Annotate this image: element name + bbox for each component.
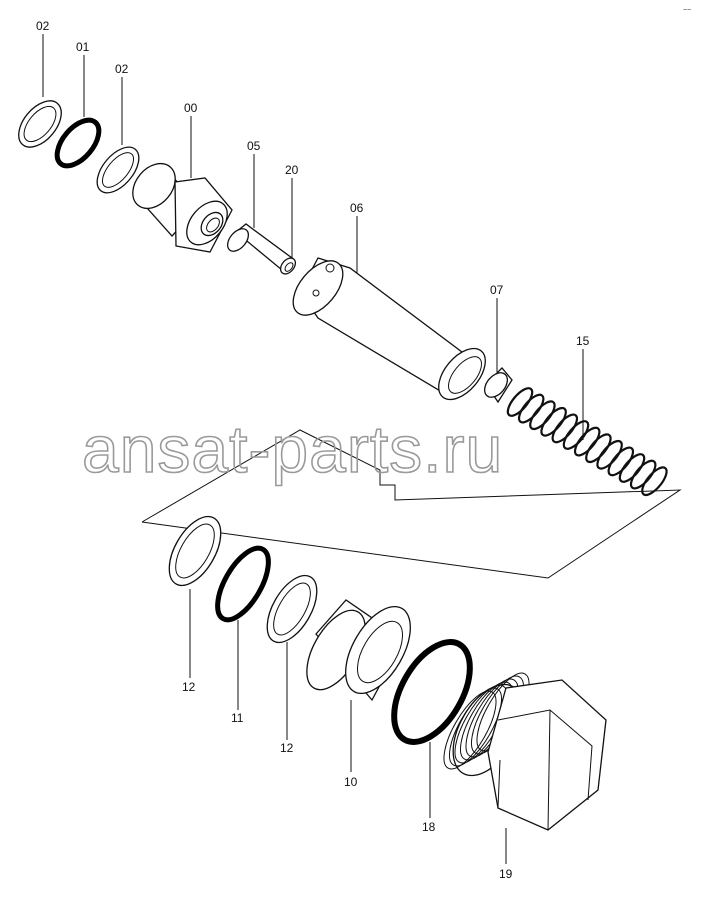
label-02-top-left: 02	[36, 19, 50, 33]
part-18-o-ring	[391, 639, 473, 745]
label-18: 18	[422, 820, 436, 834]
spring-coil	[562, 420, 590, 450]
part-05-pin	[226, 223, 293, 271]
spring-coil	[551, 413, 579, 444]
spring-coil	[540, 406, 567, 437]
spring-coil	[596, 439, 623, 470]
part-20-small-ring	[279, 257, 297, 275]
group-outline	[141, 429, 682, 579]
label-05: 05	[247, 139, 261, 153]
label-11: 11	[231, 711, 244, 725]
part-19-hex-plug	[443, 672, 607, 831]
plug-thread	[443, 690, 497, 770]
leader-lines	[42, 34, 584, 864]
label-15: 15	[576, 334, 590, 348]
part-00-plug	[132, 162, 233, 253]
part-06-valve-cylinder	[292, 257, 486, 401]
label-20: 20	[285, 163, 299, 177]
spring-coil	[529, 400, 556, 431]
spring-coil	[607, 446, 635, 477]
spring-coil	[618, 453, 646, 483]
plug-thread	[449, 687, 502, 767]
part-02-backup-ring-second	[96, 146, 140, 194]
label-06: 06	[350, 201, 364, 215]
part-11-o-ring	[215, 545, 271, 623]
spring-coil	[629, 459, 657, 490]
part-15-spring	[506, 387, 668, 497]
label-10: 10	[344, 775, 358, 789]
part-12-backup-ring-left	[168, 515, 222, 587]
spring-coil	[573, 426, 601, 457]
part-07-seat	[484, 367, 513, 404]
label-19: 19	[499, 867, 513, 881]
label-07: 07	[490, 283, 504, 297]
label-12-left: 12	[182, 680, 196, 694]
part-12-backup-ring-right	[266, 574, 318, 644]
part-02-backup-ring-upper	[18, 100, 62, 148]
spring-coil	[517, 393, 545, 424]
label-02-second: 02	[115, 62, 129, 76]
spring-coil	[506, 387, 534, 417]
label-01: 01	[76, 40, 90, 54]
corner-mark: ~~	[683, 7, 691, 14]
watermark: ansat-parts.ru	[82, 412, 503, 486]
spring-coil	[641, 466, 668, 497]
label-12-right: 12	[280, 741, 294, 755]
part-10-collar	[306, 599, 411, 702]
label-00: 00	[184, 101, 198, 115]
part-01-o-ring	[54, 117, 102, 169]
spring-coil	[585, 433, 612, 464]
